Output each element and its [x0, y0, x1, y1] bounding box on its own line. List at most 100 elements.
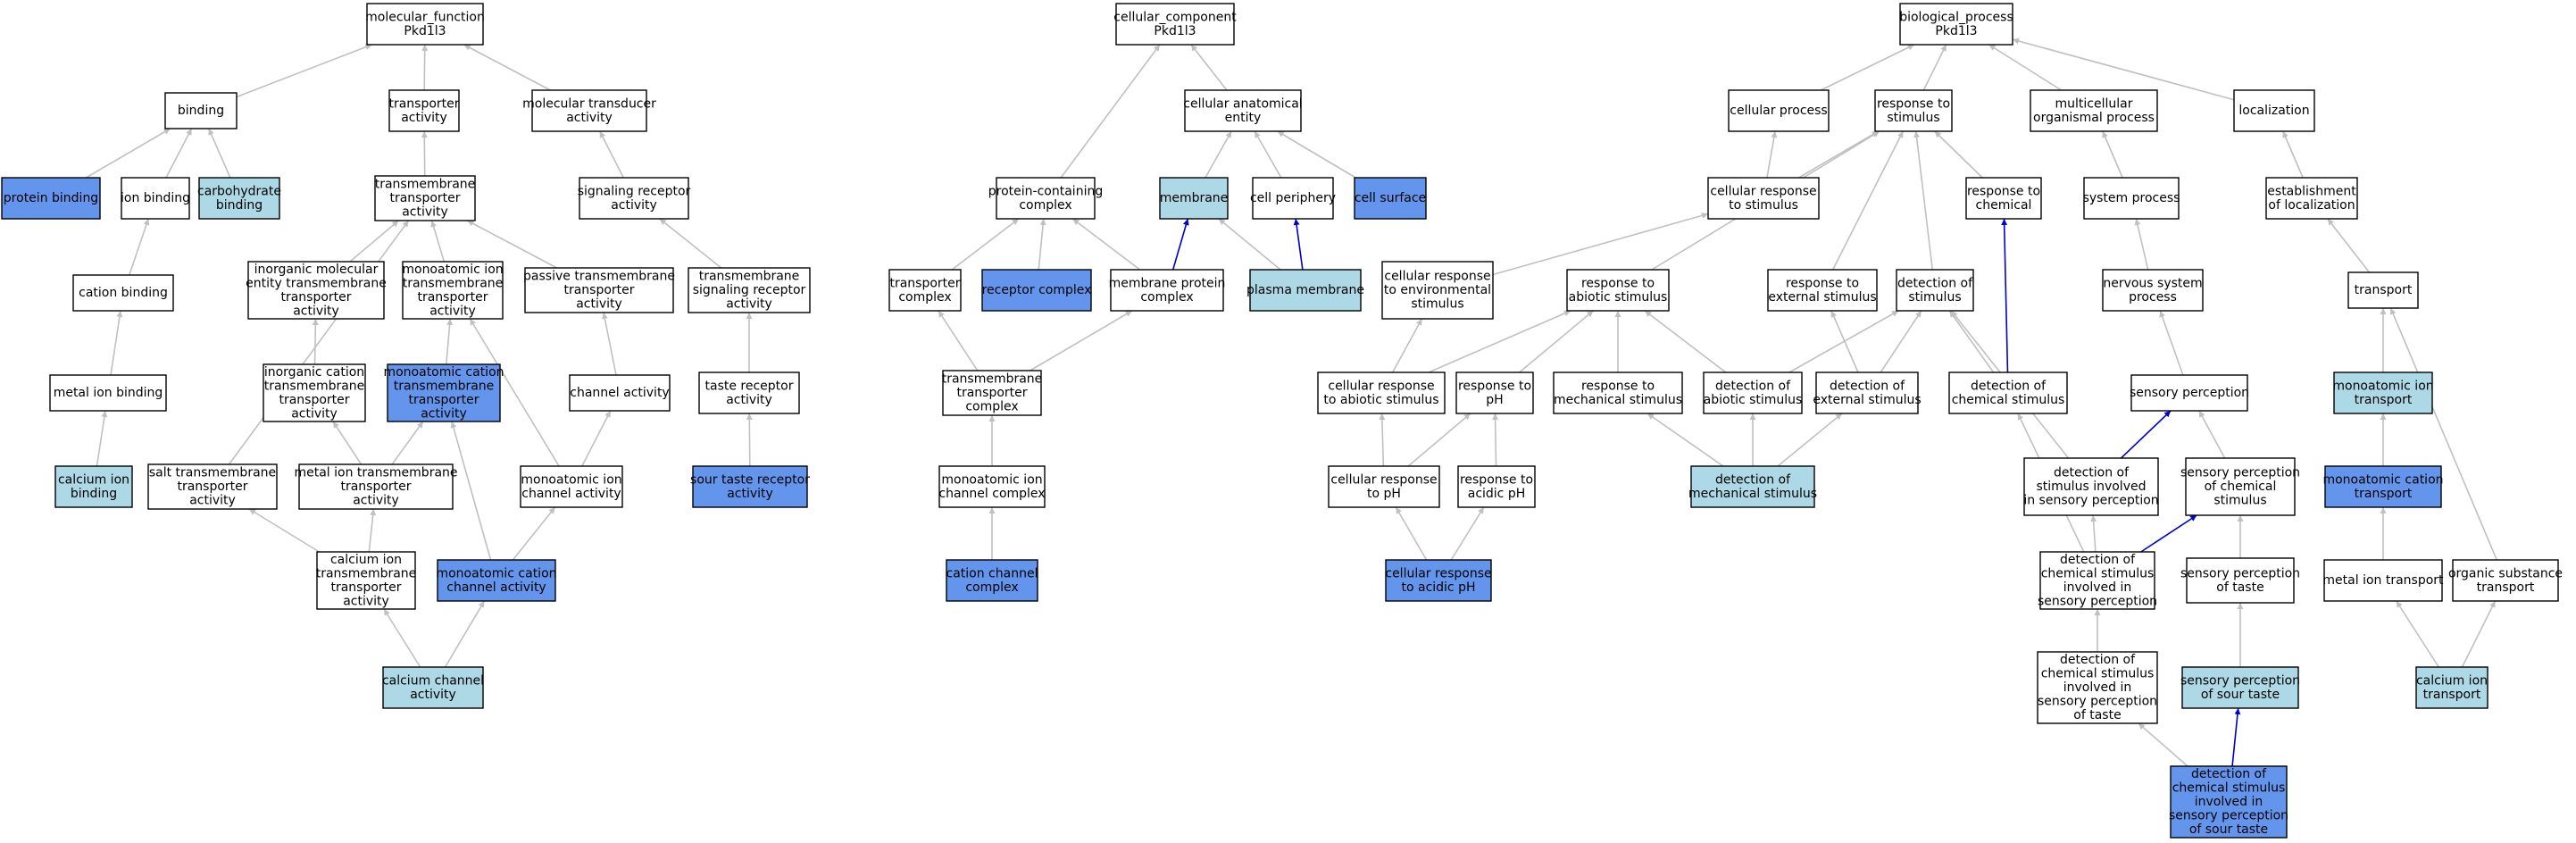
node-label-line: membrane [1160, 191, 1229, 205]
go-term-node-sensperc[interactable]: sensory perception [2130, 374, 2249, 412]
go-term-node-binding[interactable]: binding [164, 92, 238, 129]
go-term-node-surface[interactable]: cell surface [1354, 177, 1427, 220]
node-box [2102, 269, 2204, 312]
node-box [692, 465, 808, 508]
edge-line [1831, 130, 1905, 271]
go-term-node-localization[interactable]: localization [2233, 89, 2315, 132]
node-label-line: molecular_function [365, 10, 485, 24]
edge-line [1171, 218, 1189, 271]
edge-line [2461, 600, 2497, 668]
go-term-node-periphery[interactable]: cell periphery [1250, 177, 1336, 220]
go-term-node-calTT[interactable]: calcium iontransmembranetransporteractiv… [316, 551, 417, 610]
node-box [72, 274, 174, 312]
go-term-node-catbind[interactable]: cation binding [72, 274, 174, 312]
edge-calch-to-calTT [383, 608, 421, 668]
go-term-node-inorgcat[interactable]: inorganic cationtransmembranetransporter… [263, 363, 366, 422]
go-term-node-membrane[interactable]: membrane [1159, 177, 1229, 220]
go-term-node-metalTT[interactable]: metal ion transmembranetransporteractivi… [294, 463, 458, 510]
go-term-node-protbind[interactable]: protein binding [1, 177, 101, 220]
edge-line [2140, 514, 2197, 553]
edge-ionbind-to-binding [165, 128, 193, 179]
go-term-node-transport[interactable]: transport [2347, 271, 2419, 309]
edge-periphery-to-cae [1254, 130, 1282, 179]
go-term-node-reccomplex[interactable]: receptor complex [981, 269, 1092, 312]
node-label-line: transport [2423, 688, 2481, 702]
node-label-line: transporter [330, 580, 401, 595]
go-term-node-sysproc[interactable]: system process [2083, 177, 2180, 220]
node-label-line: sensory perception [2130, 386, 2249, 400]
edge-cellproc-to-bp [1820, 44, 1915, 91]
node-label-line: pH [1486, 393, 1503, 407]
go-term-node-metalbind[interactable]: metal ion binding [49, 374, 167, 412]
node-box [382, 666, 484, 709]
go-term-node-metaltrans[interactable]: metal ion transport [2322, 559, 2444, 602]
go-term-node-monocatTT[interactable]: monoatomic cationtransmembranetransporte… [383, 363, 504, 422]
edge-line [2102, 130, 2123, 179]
edge-monocatCh-to-monoionCh [512, 506, 556, 561]
go-term-node-channel[interactable]: channel activity [569, 374, 671, 412]
edge-carbbind-to-binding [208, 128, 231, 179]
edge-calbind-to-metalbind [96, 410, 108, 467]
go-term-node-monoionTT[interactable]: monoatomic iontransmembranetransporterac… [402, 261, 504, 320]
go-term-node-ionbind[interactable]: ion binding [121, 177, 190, 220]
go-term-node-plasma[interactable]: plasma membrane [1246, 269, 1364, 312]
go-term-node-cellproc[interactable]: cellular process [1728, 89, 1830, 132]
